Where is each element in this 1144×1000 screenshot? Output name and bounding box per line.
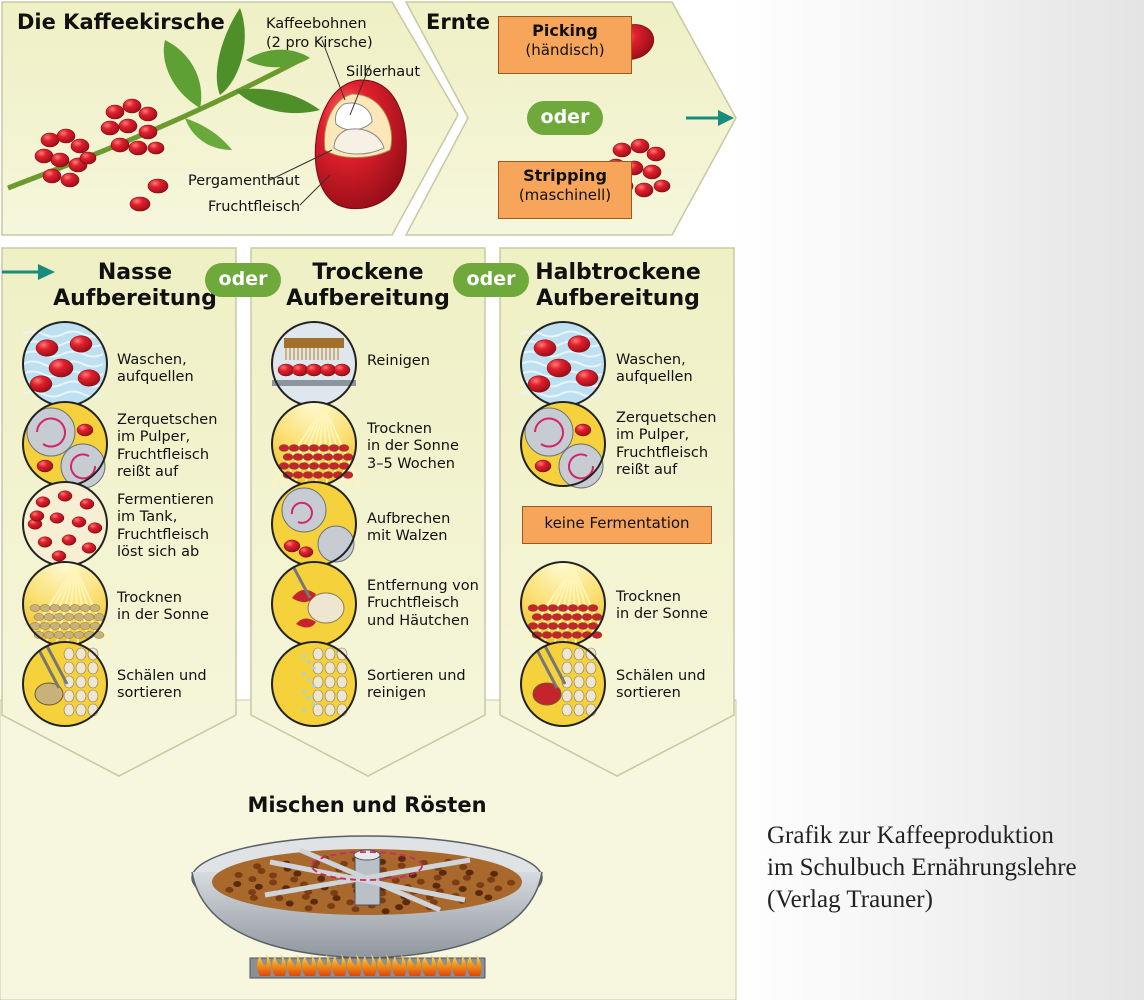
- silverskin-label: Silberhaut: [346, 64, 421, 80]
- stripping-sub: (maschinell): [518, 186, 612, 204]
- roasting-title: Mischen und Rösten: [247, 793, 487, 817]
- picking-sub: (händisch): [525, 41, 605, 59]
- sun-drying-icon: [271, 401, 361, 487]
- hulling-icon: [520, 641, 606, 727]
- flame-icon: [362, 954, 377, 976]
- step-icons: [22, 321, 610, 727]
- flame-icon: [437, 954, 452, 976]
- stripping-title: Stripping: [523, 166, 607, 185]
- parchment-label: Pergamenthaut: [188, 173, 300, 189]
- wet-step-1-label: Waschen,aufquellen: [117, 352, 194, 386]
- picking-title: Picking: [532, 21, 598, 40]
- washing-icon: [520, 321, 606, 407]
- flame-icon: [317, 954, 332, 976]
- semidry-step-1-label: Waschen,aufquellen: [616, 352, 693, 386]
- roasting-pan-illustration: [191, 835, 543, 979]
- flame-icon: [422, 954, 437, 976]
- pulper-icon: [22, 401, 108, 489]
- flame-icon: [287, 954, 302, 976]
- processing-or-pill-1: oder: [205, 263, 281, 297]
- cherry-title: Die Kaffeekirsche: [17, 10, 225, 34]
- dry-step-1-label: Reinigen: [367, 353, 430, 369]
- caption-line-1: Grafik zur Kaffeeproduktion: [767, 822, 1054, 849]
- coffee-branch-illustration: [7, 8, 320, 212]
- flame-icon: [407, 954, 422, 976]
- harvest-or-pill: oder: [527, 101, 603, 135]
- no-fermentation-box: keine Fermentation: [522, 506, 712, 544]
- sun-drying-icon: [22, 561, 112, 647]
- caption-line-3: (Verlag Trauner): [767, 886, 933, 913]
- pulp-label: Fruchtfleisch: [208, 199, 301, 215]
- beans-label: Kaffeebohnen: [266, 16, 367, 32]
- flame-icon: [392, 954, 407, 976]
- flame-icon: [257, 954, 272, 976]
- rollers-icon: [271, 481, 357, 567]
- sun-drying-icon: [520, 561, 610, 647]
- flame-icon: [347, 954, 362, 976]
- caption-line-2: im Schulbuch Ernährungslehre: [767, 854, 1077, 881]
- processing-or-pill-2: oder: [453, 263, 529, 297]
- harvest-title: Ernte: [426, 10, 490, 34]
- flame-icon: [302, 954, 317, 976]
- flame-icon: [272, 954, 287, 976]
- stripping-box: Stripping (maschinell): [498, 161, 632, 219]
- hulling-icon: [22, 641, 108, 727]
- figure-caption: Grafik zur Kaffeeproduktion im Schulbuch…: [767, 820, 1077, 916]
- beans-count-label: (2 pro Kirsche): [266, 35, 373, 51]
- cleaning-icon: [271, 321, 357, 407]
- pulper-icon: [520, 401, 606, 489]
- flame-icon: [332, 954, 347, 976]
- flame-icon: [467, 954, 482, 976]
- washing-icon: [22, 321, 108, 407]
- picking-box: Picking (händisch): [498, 16, 632, 74]
- flame-icon: [377, 954, 392, 976]
- fermentation-icon: [22, 481, 108, 567]
- pulp-removal-icon: [271, 561, 357, 647]
- flame-icon: [452, 954, 467, 976]
- sorting-icon: [271, 641, 357, 727]
- cherry-cross-section-illustration: [269, 39, 407, 210]
